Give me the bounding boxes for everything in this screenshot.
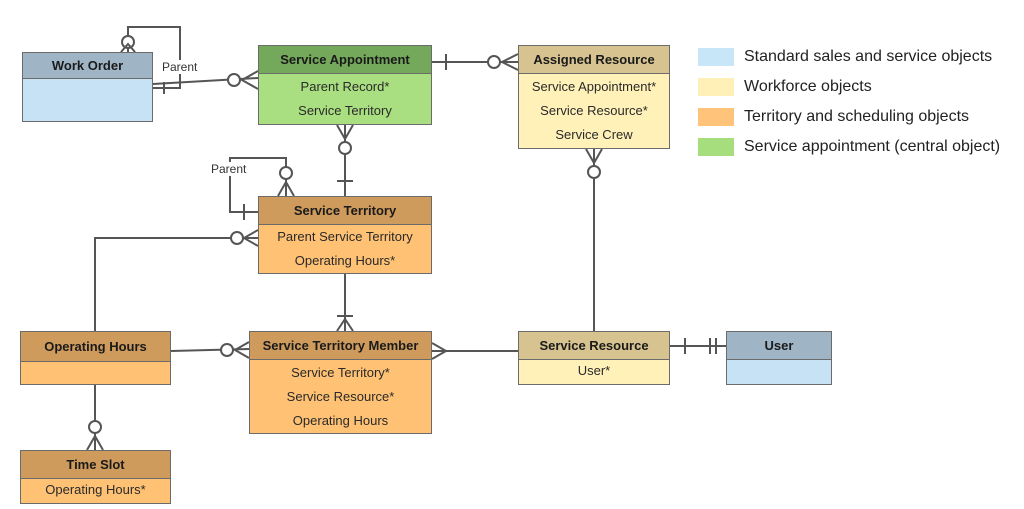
entity-operating-hours-body bbox=[21, 362, 170, 384]
field-service-territory: Service Territory bbox=[298, 103, 392, 118]
entity-service-resource-title: Service Resource bbox=[519, 332, 669, 360]
entity-operating-hours-title: Operating Hours bbox=[21, 332, 170, 362]
operating-hours-to-territory-line bbox=[94, 237, 258, 331]
entity-assigned-resource-fields: Service Appointment* Service Resource* S… bbox=[519, 74, 669, 148]
field-service-appointment: Service Appointment* bbox=[531, 79, 657, 94]
field-service-resource-required: Service Resource* bbox=[286, 389, 395, 404]
territory-loop-circle bbox=[279, 166, 293, 180]
entity-service-territory-member-title: Service Territory Member bbox=[250, 332, 431, 360]
entity-service-appointment-title: Service Appointment bbox=[259, 46, 431, 74]
field-operating-hours-required: Operating Hours* bbox=[45, 482, 146, 497]
legend-label-territory: Territory and scheduling objects bbox=[744, 108, 970, 125]
assigned-resource-circle bbox=[587, 165, 601, 179]
entity-service-appointment[interactable]: Service Appointment Parent Record* Servi… bbox=[258, 45, 432, 125]
work-order-loop-circle bbox=[121, 35, 135, 49]
entity-time-slot-fields: Operating Hours* bbox=[21, 479, 170, 503]
entity-service-appointment-fields: Parent Record* Service Territory bbox=[259, 74, 431, 124]
assigned-many-circle bbox=[487, 55, 501, 69]
legend-swatch-territory bbox=[698, 108, 734, 126]
member-hours-circle bbox=[220, 343, 234, 357]
entity-service-resource[interactable]: Service Resource User* bbox=[518, 331, 670, 385]
entity-assigned-resource[interactable]: Assigned Resource Service Appointment* S… bbox=[518, 45, 670, 149]
entity-service-territory-member-fields: Service Territory* Service Resource* Ope… bbox=[250, 360, 431, 433]
appointment-territory-circle bbox=[338, 141, 352, 155]
entity-user[interactable]: User bbox=[726, 331, 832, 385]
legend-swatch-standard bbox=[698, 48, 734, 66]
entity-work-order[interactable]: Work Order bbox=[22, 52, 153, 122]
legend-swatch-workforce bbox=[698, 78, 734, 96]
legend-item-workforce: Workforce objects bbox=[698, 76, 872, 98]
appointment-crowfoot bbox=[239, 70, 259, 90]
field-service-resource: Service Resource* bbox=[540, 103, 648, 118]
territory-hours-circle bbox=[230, 231, 244, 245]
legend-label-standard: Standard sales and service objects bbox=[744, 48, 993, 65]
entity-time-slot-title: Time Slot bbox=[21, 451, 170, 479]
legend-item-territory: Territory and scheduling objects bbox=[698, 106, 969, 128]
entity-service-territory[interactable]: Service Territory Parent Service Territo… bbox=[258, 196, 432, 274]
field-parent-record: Parent Record* bbox=[300, 79, 390, 94]
entity-service-territory-title: Service Territory bbox=[259, 197, 431, 225]
entity-operating-hours[interactable]: Operating Hours bbox=[20, 331, 171, 385]
legend-item-standard: Standard sales and service objects bbox=[698, 46, 992, 68]
field-service-crew: Service Crew bbox=[555, 127, 633, 142]
legend-swatch-central bbox=[698, 138, 734, 156]
assigned-crowfoot bbox=[499, 53, 519, 71]
entity-service-territory-member[interactable]: Service Territory Member Service Territo… bbox=[249, 331, 432, 434]
member-resource-crowfoot bbox=[431, 342, 449, 360]
work-order-parent-label: Parent bbox=[160, 60, 200, 74]
territory-hours-crowfoot bbox=[241, 229, 259, 247]
legend-label-central: Service appointment (central object) bbox=[744, 138, 1001, 155]
work-order-loop-crowfoot bbox=[120, 42, 136, 53]
entity-assigned-resource-title: Assigned Resource bbox=[519, 46, 669, 74]
entity-service-territory-fields: Parent Service Territory Operating Hours… bbox=[259, 225, 431, 273]
entity-user-title: User bbox=[727, 332, 831, 360]
service-territory-parent-label: Parent bbox=[209, 162, 249, 176]
timeslot-crowfoot bbox=[86, 433, 104, 451]
member-hours-crowfoot bbox=[232, 341, 250, 359]
appointment-territory-crowfoot bbox=[336, 124, 354, 142]
entity-user-body bbox=[727, 360, 831, 384]
field-service-territory-required: Service Territory* bbox=[291, 365, 390, 380]
territory-loop-crowfoot bbox=[277, 179, 295, 197]
field-operating-hours-required: Operating Hours* bbox=[294, 253, 396, 268]
member-crowfoot bbox=[336, 317, 354, 332]
assigned-resource-crowfoot bbox=[585, 148, 603, 166]
entity-work-order-title: Work Order bbox=[23, 53, 152, 79]
entity-time-slot[interactable]: Time Slot Operating Hours* bbox=[20, 450, 171, 504]
field-parent-service-territory: Parent Service Territory bbox=[277, 229, 413, 244]
entity-work-order-body bbox=[23, 79, 152, 121]
entity-service-resource-fields: User* bbox=[519, 360, 669, 384]
field-user-required: User* bbox=[577, 363, 611, 378]
timeslot-circle bbox=[88, 420, 102, 434]
field-operating-hours: Operating Hours bbox=[292, 413, 389, 428]
legend-item-central: Service appointment (central object) bbox=[698, 136, 1000, 158]
appointment-many-circle bbox=[227, 73, 241, 87]
legend-label-workforce: Workforce objects bbox=[744, 78, 872, 95]
